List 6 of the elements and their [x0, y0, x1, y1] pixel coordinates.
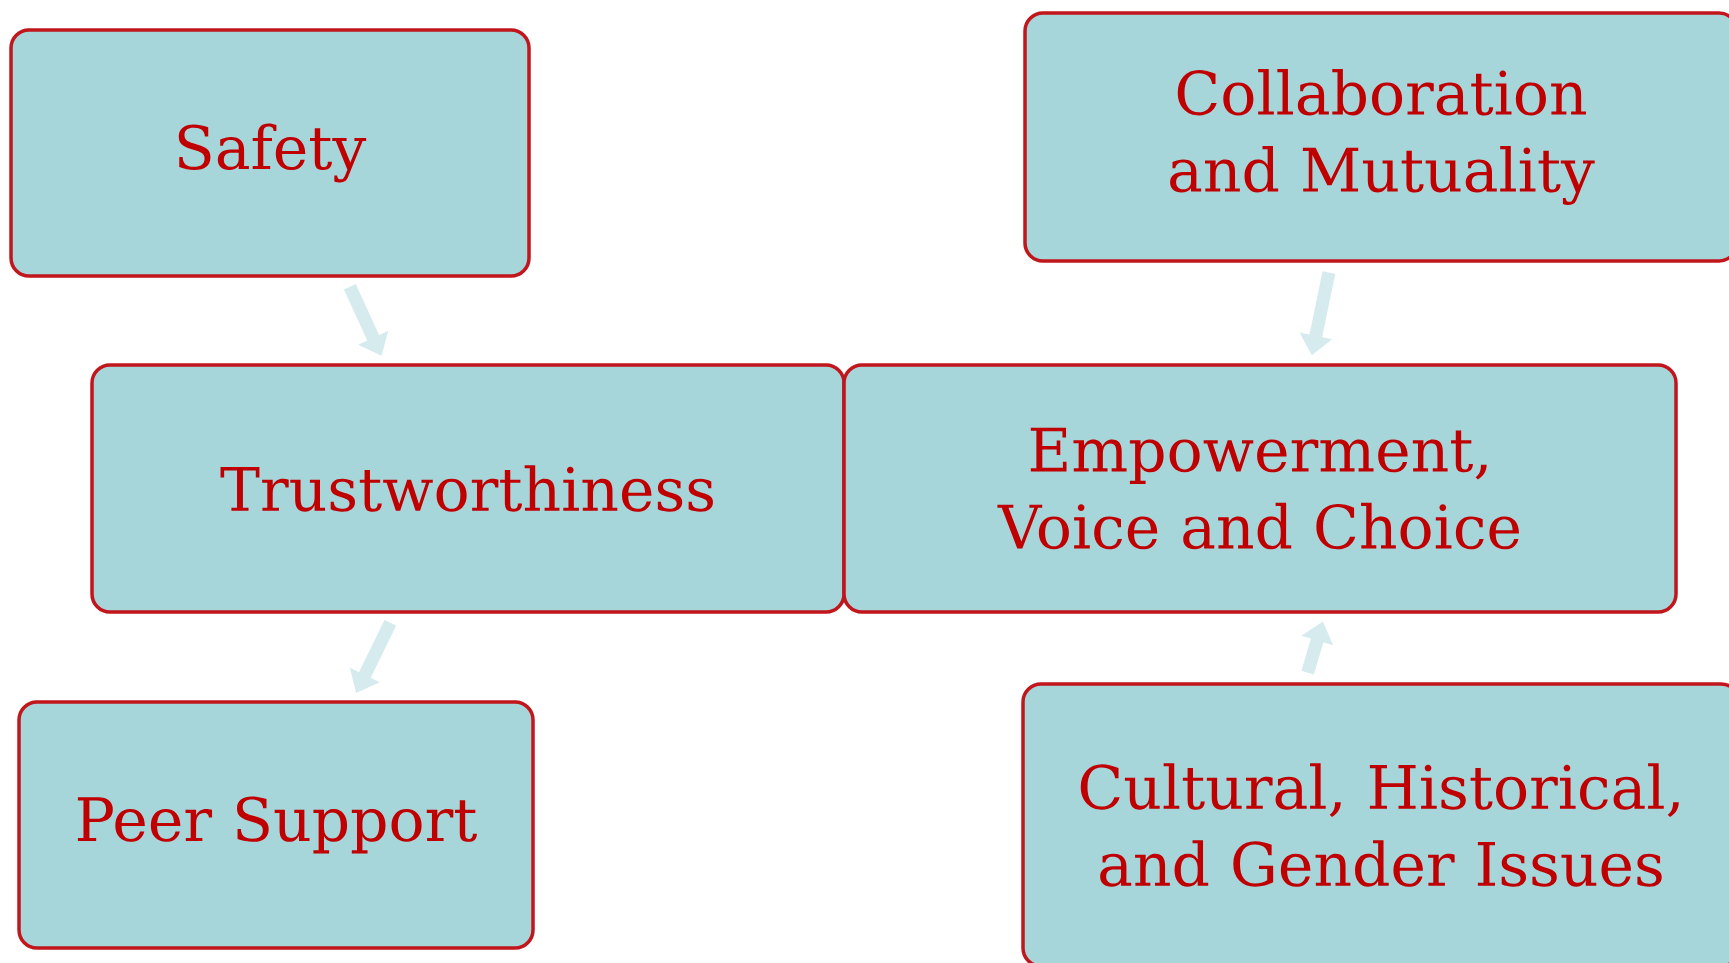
process-box: Cultural, Historical, and Gender Issues: [1021, 682, 1729, 963]
process-box: Safety: [9, 28, 531, 278]
process-box: Empowerment, Voice and Choice: [842, 363, 1678, 614]
process-box: Collaboration and Mutuality: [1023, 11, 1729, 263]
process-box: Trustworthiness: [90, 363, 846, 614]
process-box: Peer Support: [17, 700, 535, 950]
